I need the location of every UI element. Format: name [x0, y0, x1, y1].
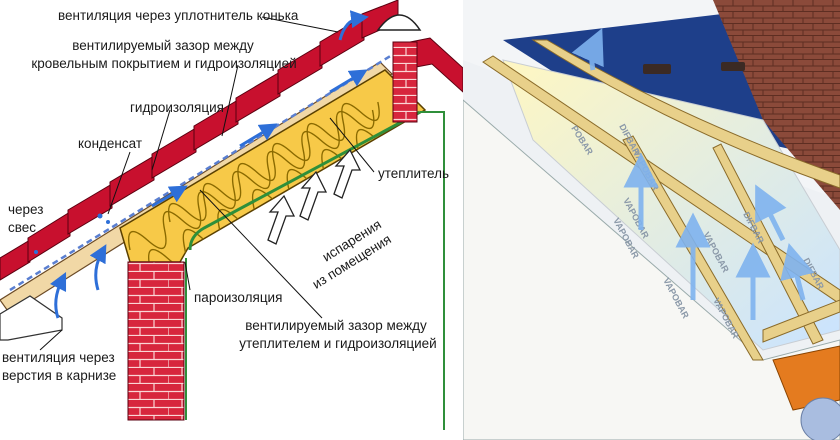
ridge-cap: [376, 14, 422, 31]
label-eave-2: верстия в карнизе: [2, 368, 117, 383]
roof-section-diagram: вентиляция через уплотнитель конька вент…: [0, 0, 463, 430]
label-overhang-2: свес: [8, 220, 37, 235]
leader-lines: [39, 16, 375, 351]
airflow-arrows: [49, 10, 369, 319]
shingle-roof: [713, 0, 840, 210]
condensate-drops: [34, 213, 110, 254]
label-vapor-barrier: пароизоляция: [194, 290, 283, 305]
label-gap-roof-2: кровельным покрытием и гидроизоляцией: [31, 56, 297, 71]
label-waterproofing: гидроизоляция: [130, 100, 224, 115]
airflow-3d-arrows: [571, 28, 815, 320]
evaporation-arrows: [267, 148, 362, 245]
label-insulation: утеплитель: [378, 166, 450, 181]
vapor-barrier-line: [188, 110, 421, 251]
ridge-brick-column: [392, 41, 418, 123]
label-condensate: конденсат: [78, 136, 143, 151]
downpipe: [800, 397, 840, 440]
brick-wall: [127, 261, 185, 421]
label-gap-ins-1: вентилируемый зазор между: [245, 318, 427, 333]
ceiling-slab: [463, 99, 840, 440]
roof-vents: [643, 62, 745, 74]
label-eave-1: вентиляция через: [2, 350, 115, 365]
roof-section-drawing: [0, 0, 463, 430]
gutter: [772, 345, 840, 411]
label-gap-ins-2: утеплителем и гидроизоляцией: [239, 336, 437, 351]
label-ridge-vent: вентиляция через уплотнитель конька: [58, 8, 299, 23]
label-gap-roof-1: вентилируемый зазор между: [72, 38, 254, 53]
label-overhang-1: через: [8, 202, 44, 217]
